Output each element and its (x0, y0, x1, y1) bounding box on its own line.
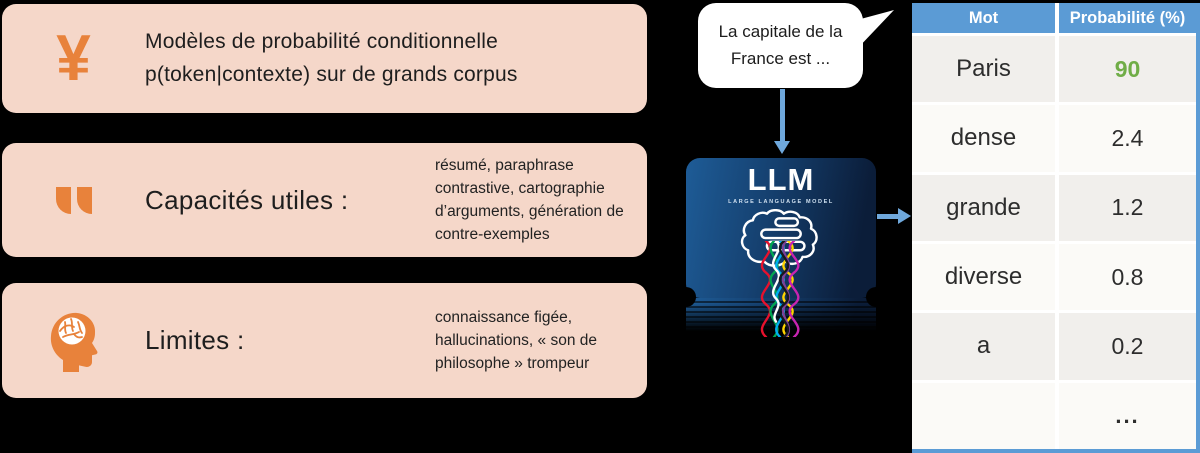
table-cell-word: Paris (912, 36, 1055, 103)
llm-subtitle: LARGE LANGUAGE MODEL (728, 199, 834, 206)
arrow-llm-to-table (877, 214, 899, 219)
table-cell-probability: 0.8 (1059, 244, 1196, 311)
arrow-prompt-to-llm-head (774, 141, 790, 154)
table-cell-word: a (912, 313, 1055, 380)
card-capabilities-title: Capacités utiles : (145, 184, 349, 215)
quote-icon (2, 186, 145, 214)
table-cell-word-empty (912, 382, 1055, 449)
prompt-bubble: La capitale de la France est ... (698, 3, 863, 88)
card-model-line2: p(token|contexte) sur de grands corpus (145, 62, 518, 86)
yen-icon: ¥ (56, 21, 91, 95)
llm-title: LLM (747, 162, 815, 197)
card-model-text: Modèles de probabilité conditionnelle p(… (145, 26, 518, 91)
card-limits: Limites : connaissance figée, hallucinat… (2, 283, 647, 398)
llm-box-notch-left (676, 287, 696, 307)
table-cell-probability: 2.4 (1059, 105, 1196, 172)
brain-head-icon (2, 310, 145, 372)
table-cell-word: diverse (912, 244, 1055, 311)
card-limits-detail: connaissance figée, hallucinations, « so… (435, 308, 598, 373)
table-header-probability: Probabilité (%) (1059, 3, 1196, 33)
table-header-word: Mot (912, 3, 1055, 33)
bubble-tail (842, 10, 894, 50)
prompt-line2: France est ... (730, 48, 831, 68)
table-cell-probability-highlight: 90 (1059, 36, 1196, 103)
card-model-line1: Modèles de probabilité conditionnelle (145, 29, 498, 53)
probability-table: Mot Probabilité (%) Paris 90 dense 2.4 g… (912, 3, 1200, 453)
card-limits-title: Limites : (145, 325, 245, 355)
table-cell-probability: 0.2 (1059, 313, 1196, 380)
arrow-llm-to-table-head (898, 208, 911, 224)
table-cell-probability-ellipsis: ... (1059, 382, 1196, 449)
table-cell-probability: 1.2 (1059, 174, 1196, 241)
prompt-line1: La capitale de la (718, 22, 843, 42)
table-cell-word: grande (912, 174, 1055, 241)
card-capabilities-detail: résumé, paraphrase contrastive, cartogra… (435, 156, 624, 244)
table-cell-word: dense (912, 105, 1055, 172)
llm-threads (760, 241, 800, 337)
llm-box-notch-right (866, 287, 886, 307)
card-capabilities: Capacités utiles : résumé, paraphrase co… (2, 143, 647, 257)
arrow-prompt-to-llm (780, 89, 785, 141)
card-model-definition: ¥ Modèles de probabilité conditionnelle … (2, 4, 647, 113)
